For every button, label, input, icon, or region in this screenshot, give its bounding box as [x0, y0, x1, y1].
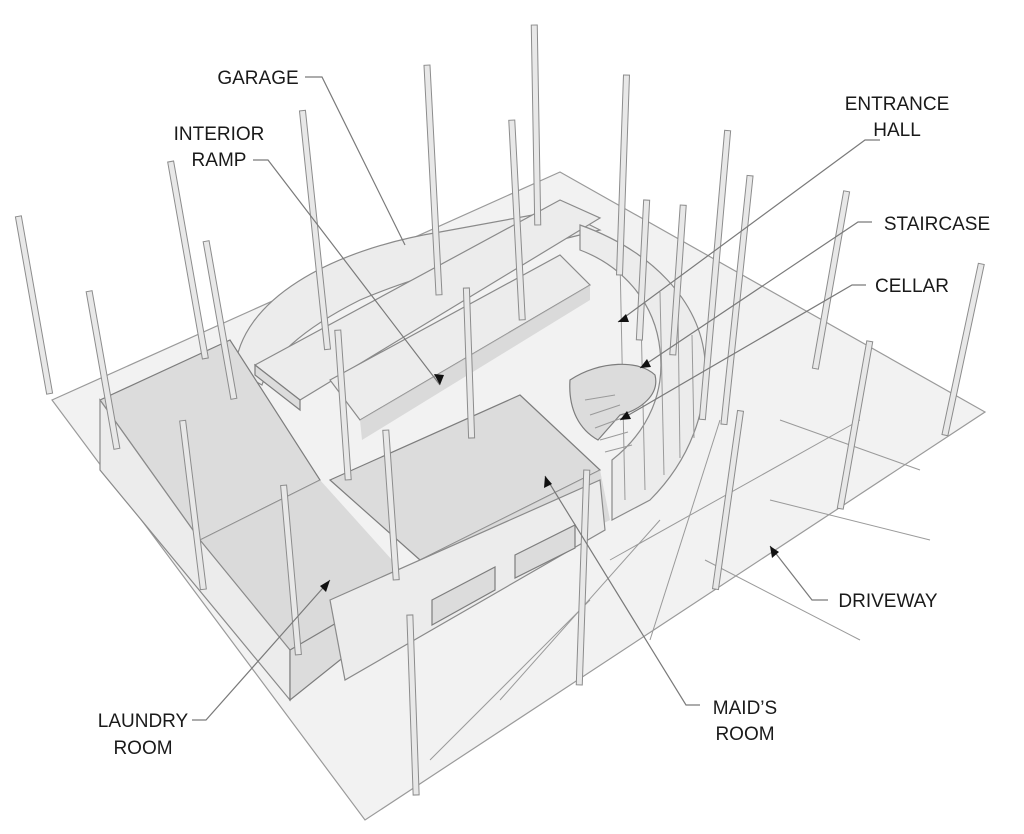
- label-cellar: CELLAR: [875, 276, 949, 297]
- label-staircase: STAIRCASE: [884, 214, 990, 235]
- entrance-hall-arrow: [618, 314, 629, 322]
- driveway-arrow: [770, 546, 779, 558]
- garage-leader: [305, 76, 406, 246]
- entrance-hall-leader: [617, 139, 880, 323]
- laundry-room-leader: [192, 579, 331, 721]
- label-laundry-room-line2: ROOM: [113, 738, 172, 759]
- cellar-arrow: [620, 411, 631, 420]
- label-interior-ramp-line1: INTERIOR: [174, 124, 265, 145]
- maids-room-wall-front: [329, 479, 606, 681]
- interior-ramp-leader: [253, 159, 441, 386]
- structural-columns: [14, 24, 985, 796]
- interior-ramp-side: [360, 285, 590, 440]
- label-garage: GARAGE: [217, 68, 298, 89]
- laundry-room-arrow: [320, 580, 330, 592]
- label-entrance-hall-line1: ENTRANCE: [845, 94, 950, 115]
- maids-room-windows: [431, 524, 576, 627]
- spiral-staircase: [569, 363, 657, 453]
- label-laundry-room-line1: LAUNDRY: [98, 711, 189, 732]
- label-maids-room-line2: ROOM: [715, 724, 774, 745]
- maids-room-arrow: [544, 476, 552, 488]
- maids-room-leader: [544, 475, 700, 706]
- label-interior-ramp-line2: RAMP: [192, 150, 247, 171]
- garage-roof-edge: [254, 363, 301, 412]
- label-maids-room-line1: MAID’S: [713, 698, 777, 719]
- label-entrance-hall-line2: HALL: [873, 120, 921, 141]
- interior-ramp-arrow: [434, 374, 444, 385]
- label-driveway: DRIVEWAY: [838, 591, 938, 612]
- driveway-grid: [429, 419, 931, 761]
- driveway-leader: [769, 545, 828, 601]
- arrow-heads: [320, 314, 779, 592]
- cellar-leader: [619, 284, 866, 421]
- leader-lines: [192, 76, 880, 721]
- staircase-leader: [639, 221, 872, 369]
- staircase-arrow: [640, 359, 651, 368]
